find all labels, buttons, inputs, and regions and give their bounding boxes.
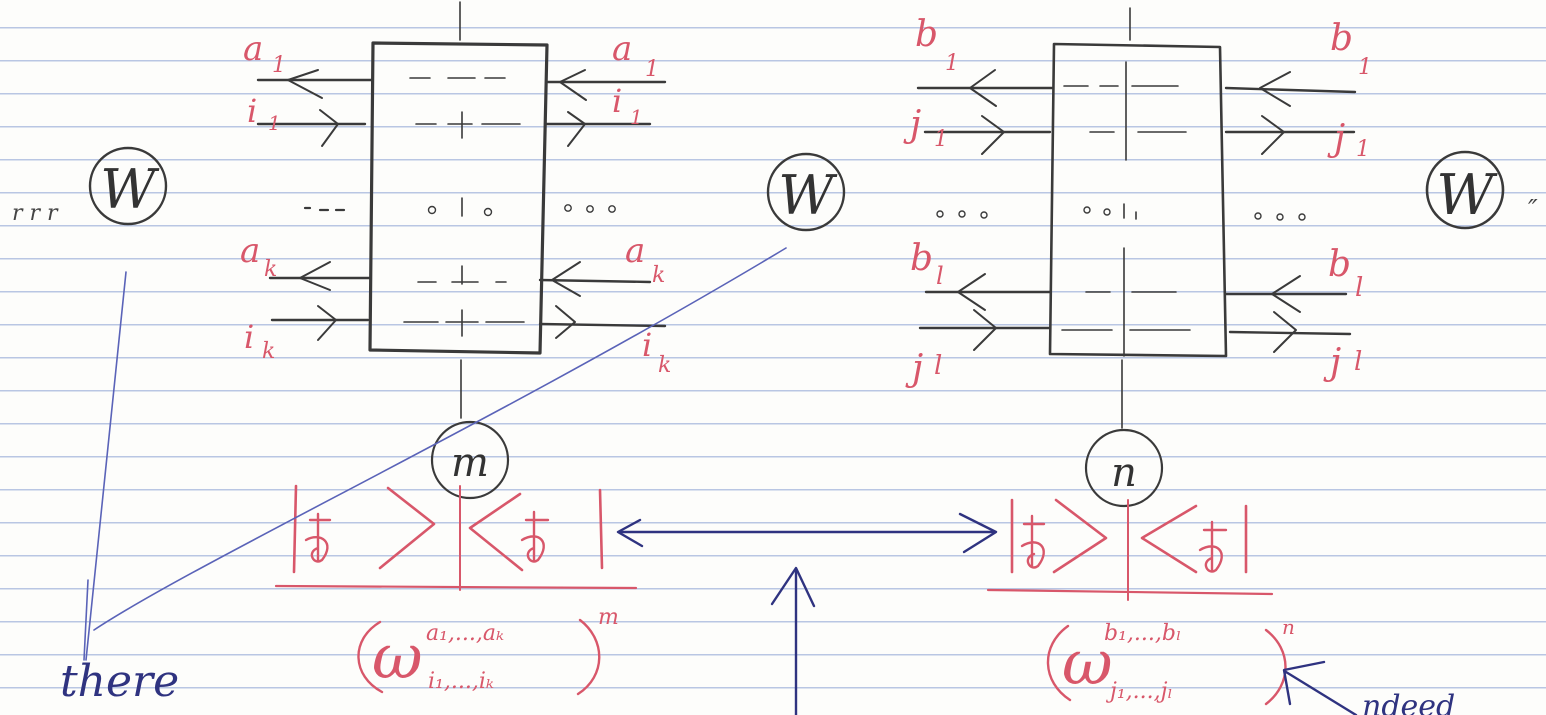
label-jl-left: j bbox=[905, 348, 923, 389]
corner-arrow bbox=[1282, 660, 1358, 715]
label-bl-left: b bbox=[910, 238, 933, 279]
svg-text:k: k bbox=[658, 353, 671, 378]
svg-text:1: 1 bbox=[1358, 55, 1372, 80]
left-omega: ω bbox=[372, 620, 423, 693]
svg-text:1: 1 bbox=[1356, 137, 1370, 162]
right-omega-super: b₁,...,bₗ bbox=[1104, 621, 1181, 646]
label-jl-right: j bbox=[1323, 342, 1341, 383]
right-tensor-box bbox=[916, 7, 1357, 429]
label-j1-right: j bbox=[1327, 118, 1345, 159]
right-box-index-labels: b 1 j 1 b l j l b 1 j 1 b l j l bbox=[903, 14, 1372, 389]
node-m-label: m bbox=[451, 440, 489, 486]
pencil-lines bbox=[83, 247, 787, 661]
label-ik-left: i bbox=[244, 318, 254, 356]
svg-text:k: k bbox=[264, 257, 277, 282]
double-arrow bbox=[616, 512, 998, 554]
left-w-prefix: r r r bbox=[12, 201, 59, 226]
svg-text:1: 1 bbox=[645, 57, 659, 82]
label-a1-right: a bbox=[612, 29, 632, 69]
right-omega: ω bbox=[1062, 626, 1113, 699]
right-w-suffix: ″ bbox=[1528, 195, 1538, 225]
left-ketbra bbox=[274, 484, 638, 591]
label-j1-left: j bbox=[903, 104, 921, 145]
left-omega-sub: i₁,...,iₖ bbox=[428, 669, 494, 694]
label-ak-right: a bbox=[625, 231, 645, 271]
label-ik-right: i bbox=[642, 326, 652, 364]
svg-text:l: l bbox=[934, 351, 942, 381]
middle-w-label: W bbox=[778, 164, 838, 227]
svg-text:1: 1 bbox=[945, 51, 959, 76]
right-omega-sub: j₁,...,jₗ bbox=[1105, 679, 1173, 704]
svg-text:k: k bbox=[652, 263, 665, 288]
right-ketbra bbox=[986, 498, 1274, 601]
svg-text:1: 1 bbox=[630, 105, 643, 129]
label-b1-right: b bbox=[1330, 18, 1353, 59]
right-w-label: W bbox=[1436, 163, 1498, 228]
right-w-node: W ″ bbox=[1425, 150, 1538, 230]
middle-w-node: W bbox=[766, 152, 846, 232]
left-power: m bbox=[598, 605, 619, 630]
node-m: m bbox=[430, 420, 510, 500]
label-i1-left: i bbox=[247, 92, 257, 130]
left-w-node: W r r r bbox=[12, 146, 168, 226]
node-n-label: n bbox=[1111, 450, 1137, 496]
note-tail: ndeed bbox=[1362, 689, 1455, 715]
svg-text:k: k bbox=[262, 339, 275, 364]
up-arrow bbox=[770, 566, 816, 715]
svg-text:1: 1 bbox=[272, 53, 286, 78]
left-w-label: W bbox=[100, 158, 160, 221]
svg-text:l: l bbox=[936, 262, 944, 290]
label-bl-right: b bbox=[1328, 244, 1351, 285]
node-n: n bbox=[1084, 428, 1164, 508]
left-normalization: ω a₁,...,aₖ i₁,...,iₖ m bbox=[357, 605, 619, 696]
svg-text:1: 1 bbox=[934, 127, 948, 152]
svg-text:l: l bbox=[1354, 347, 1362, 377]
label-ak-left: a bbox=[240, 231, 260, 271]
right-power: n bbox=[1282, 615, 1295, 639]
right-normalization: ω b₁,...,bₗ j₁,...,jₗ n bbox=[1046, 615, 1295, 706]
left-omega-super: a₁,...,aₖ bbox=[426, 621, 504, 646]
svg-text:1: 1 bbox=[268, 111, 281, 135]
label-b1-left: b bbox=[915, 14, 938, 55]
svg-text:l: l bbox=[1355, 273, 1363, 303]
left-box-index-labels: a 1 i 1 a k i k a 1 i 1 a k i k bbox=[240, 29, 671, 378]
label-a1-left: a bbox=[243, 29, 263, 69]
left-tensor-box bbox=[256, 1, 667, 419]
note-there: there bbox=[60, 656, 179, 707]
label-i1-right: i bbox=[612, 82, 622, 120]
